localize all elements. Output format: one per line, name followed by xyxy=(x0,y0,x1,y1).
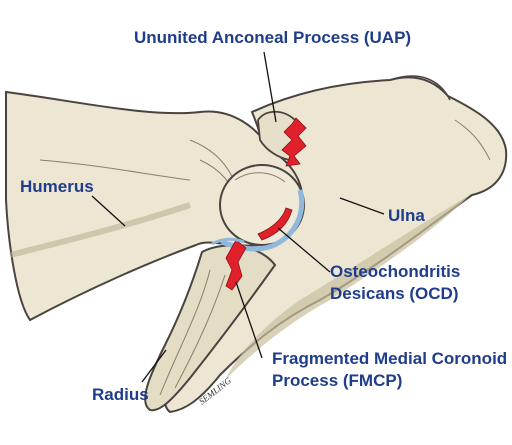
leader-uap xyxy=(263,51,277,123)
label-fmcp-line2: Process (FMCP) xyxy=(272,371,403,390)
label-humerus: Humerus xyxy=(20,177,94,196)
label-uap: Ununited Anconeal Process (UAP) xyxy=(134,28,412,47)
label-ocd-line1: Osteochondritis xyxy=(330,262,461,281)
ocd-lesion xyxy=(257,207,293,241)
leader-fmcp xyxy=(235,281,263,359)
leader-ocd xyxy=(277,227,331,273)
radius-bone xyxy=(144,244,277,412)
label-radius: Radius xyxy=(92,385,149,404)
ulna-shade xyxy=(225,195,470,380)
leader-humerus xyxy=(91,195,126,227)
label-ulna: Ulna xyxy=(388,206,425,225)
leader-radius xyxy=(141,349,167,383)
label-fmcp-line1: Fragmented Medial Coronoid xyxy=(272,349,508,368)
fmcp-lesion xyxy=(225,239,247,291)
leader-ulna xyxy=(339,197,385,215)
uap-lesion xyxy=(281,117,307,167)
label-ocd-line2: Desicans (OCD) xyxy=(330,284,459,303)
